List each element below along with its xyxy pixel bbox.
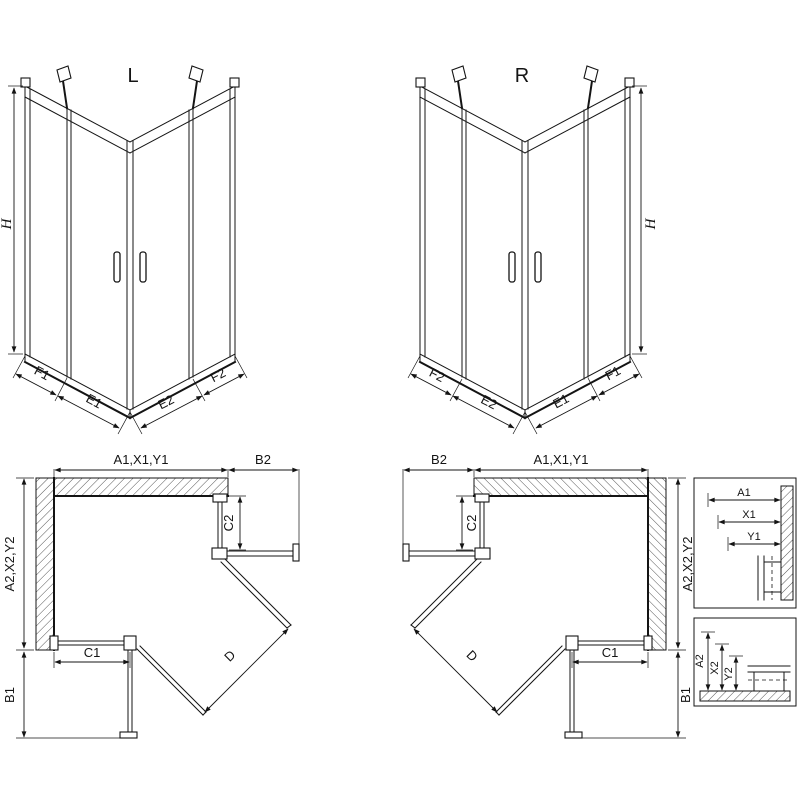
detail-inset-top: [693, 477, 797, 609]
door-handle: [139, 251, 147, 283]
dim-label-e1-left: E1: [84, 391, 105, 412]
dim-label-f1-right: F1: [603, 363, 623, 383]
dim-label-a2x2y2-right: A2,X2,Y2: [680, 537, 695, 592]
hinge-fitting-icon: [20, 65, 240, 110]
detail-label-a2: A2: [694, 654, 706, 667]
wall-profile: [780, 485, 794, 601]
dim-label-c1-right: C1: [602, 645, 619, 660]
detail-label-y1: Y1: [747, 531, 760, 543]
detail-label-x2: X2: [709, 661, 721, 674]
dim-label-a1x1y1-right: A1,X1,Y1: [534, 452, 589, 467]
dim-label-c2-left: C2: [221, 515, 236, 532]
dim-label-f2-left: F2: [208, 365, 228, 385]
wall-profile: [699, 690, 791, 702]
dim-label-e1-right: E1: [550, 391, 571, 412]
dim-label-b1-left: B1: [2, 687, 17, 703]
detail-inset-bottom: [693, 617, 797, 707]
dim-label-h-left: H: [0, 217, 15, 230]
dim-label-e2-right: E2: [479, 392, 500, 413]
dim-label-h-right: H: [643, 217, 659, 230]
detail-label-y2: Y2: [723, 667, 735, 680]
dim-label-b2-left: B2: [255, 452, 271, 467]
dimension-labels: L H F1 E1 E2 F2 R H F2 E2 E1 F1 A1,X1,Y1…: [0, 65, 761, 703]
plan-view-left-geometry: [16, 467, 300, 739]
variant-label-right: R: [515, 65, 529, 87]
dim-label-b1-right: B1: [678, 687, 693, 703]
dim-label-c2-right: C2: [464, 515, 479, 532]
detail-label-a1: A1: [737, 487, 750, 499]
detail-label-x1: X1: [742, 509, 755, 521]
door-handle: [113, 251, 121, 283]
door-pivot: [211, 547, 228, 560]
door-pivot: [123, 635, 137, 651]
dim-label-b2-right: B2: [431, 452, 447, 467]
dim-label-f1-left: F1: [32, 363, 52, 383]
wall-side: [35, 477, 55, 651]
dim-label-f2-right: F2: [427, 365, 447, 385]
wall-top: [53, 477, 229, 497]
dim-label-c1-left: C1: [84, 645, 101, 660]
dim-label-a1x1y1-left: A1,X1,Y1: [114, 452, 169, 467]
variant-label-left: L: [127, 65, 138, 87]
dim-label-e2-left: E2: [155, 392, 176, 413]
iso-view-left-geometry: [8, 65, 248, 435]
dim-label-a2x2y2-left: A2,X2,Y2: [2, 537, 17, 592]
